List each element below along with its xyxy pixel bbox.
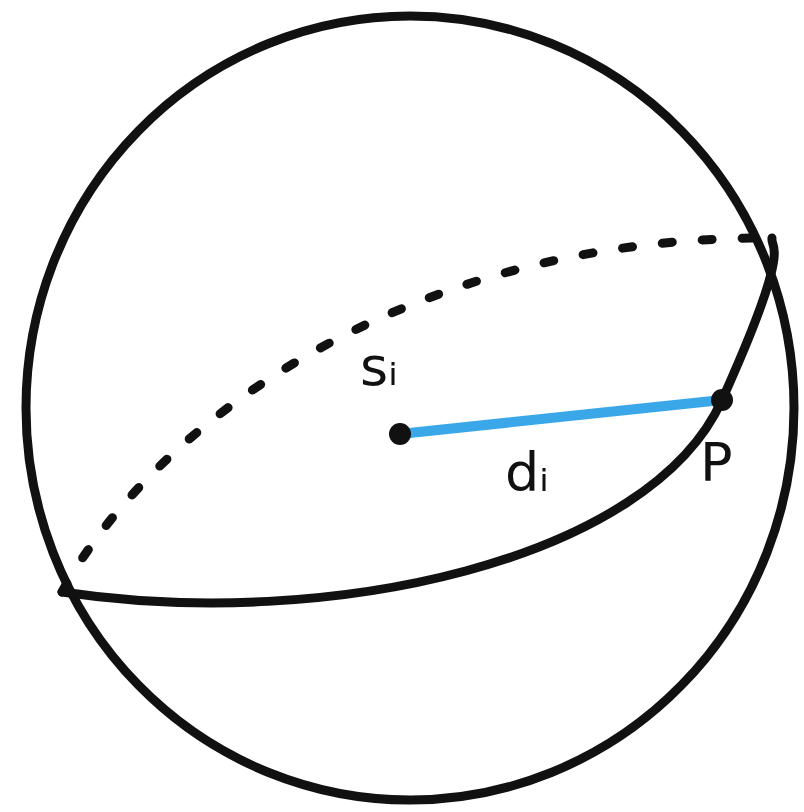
distance-segment [400, 400, 722, 434]
surface-point [711, 389, 733, 411]
great-circle-back [62, 238, 772, 592]
great-circle-front [62, 238, 774, 603]
point-label: P [700, 436, 733, 490]
center-label: sᵢ [360, 340, 398, 394]
center-point [389, 423, 411, 445]
sphere-outline [26, 16, 794, 800]
distance-label: dᵢ [505, 446, 549, 500]
